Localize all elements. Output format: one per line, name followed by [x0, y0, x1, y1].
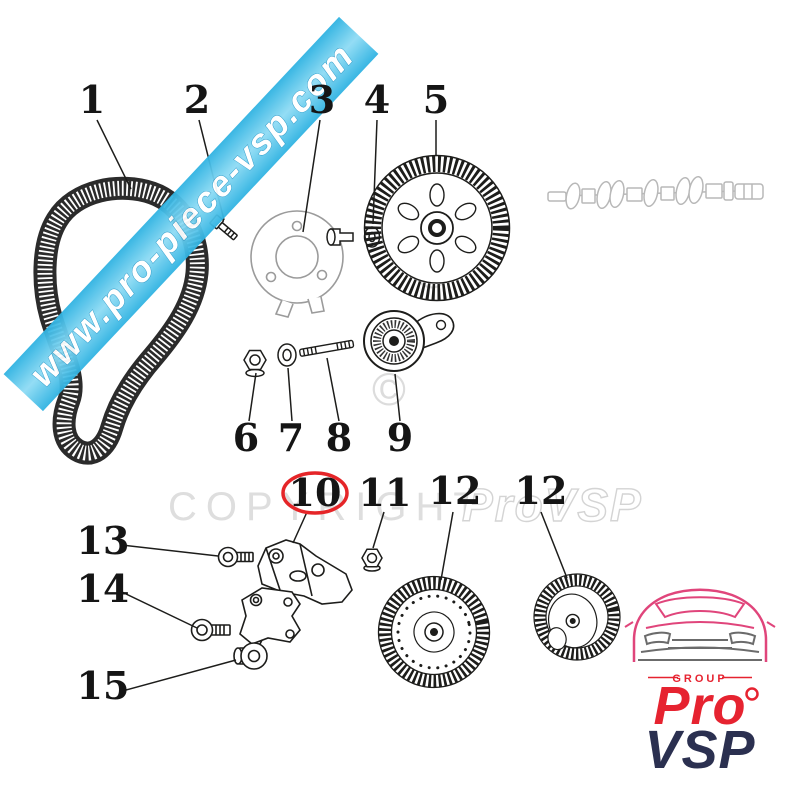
- camshaft-illustration: [547, 175, 764, 210]
- part-label-3: 3: [309, 77, 335, 122]
- part-label-15: 15: [77, 663, 130, 708]
- car-logo: [624, 588, 776, 662]
- part-label-5: 5: [423, 77, 449, 122]
- part-label-7: 7: [278, 415, 304, 460]
- nut-part-11: [361, 548, 383, 572]
- part-label-9: 9: [387, 415, 413, 460]
- stud-part-8: [299, 339, 355, 357]
- gear-part-12a: [377, 575, 491, 689]
- tensioner-pulley-part-9: [363, 310, 455, 372]
- brand-pro-text: Pro: [653, 676, 746, 736]
- group-label: GROUP: [672, 673, 727, 685]
- copyright-watermark-brand: ProVSP: [462, 479, 643, 531]
- part-label-12b: 12: [515, 468, 568, 513]
- part-label-11: 11: [359, 470, 412, 515]
- gear-part-12b: [533, 573, 621, 661]
- brand-dot-icon: [745, 687, 759, 701]
- part-label-12a: 12: [429, 468, 482, 513]
- hub: [547, 627, 567, 651]
- headlight-right: [728, 631, 757, 646]
- highlight-ellipse: [281, 471, 349, 515]
- timing-belt-part: [33, 176, 209, 465]
- teeth-ring: [378, 576, 490, 688]
- plate-part-3: [250, 210, 344, 318]
- nut-part-6: [243, 349, 267, 378]
- part-label-6: 6: [233, 415, 259, 460]
- part-label-13: 13: [77, 518, 130, 563]
- part-label-1: 1: [79, 77, 105, 122]
- copyright-symbol-watermark: ©: [372, 363, 406, 415]
- headlight-left: [643, 631, 672, 646]
- tensioner-assembly-part-15: [233, 587, 301, 670]
- provsp-logo: GROUP Pro VSP: [624, 588, 776, 780]
- copyright-watermark-text: COPYRIGHT: [168, 485, 487, 529]
- part-label-4: 4: [364, 77, 390, 122]
- part-labels: 1 2 3 4 5 6 7 8 9 10 11 12 12 13 14 15: [77, 77, 568, 708]
- teeth-ring: [365, 156, 509, 300]
- part-label-8: 8: [326, 415, 352, 460]
- part-label-14: 14: [77, 566, 130, 611]
- bracket-part-10: [257, 539, 353, 605]
- part-label-2: 2: [184, 77, 210, 122]
- teeth-ring: [534, 574, 620, 660]
- screw-part-13: [217, 546, 254, 568]
- washer-part-7: [277, 343, 297, 367]
- screw-part-14: [190, 618, 231, 642]
- camshaft-pulley-part-5: [363, 154, 511, 302]
- brand-vsp-text: VSP: [644, 720, 755, 780]
